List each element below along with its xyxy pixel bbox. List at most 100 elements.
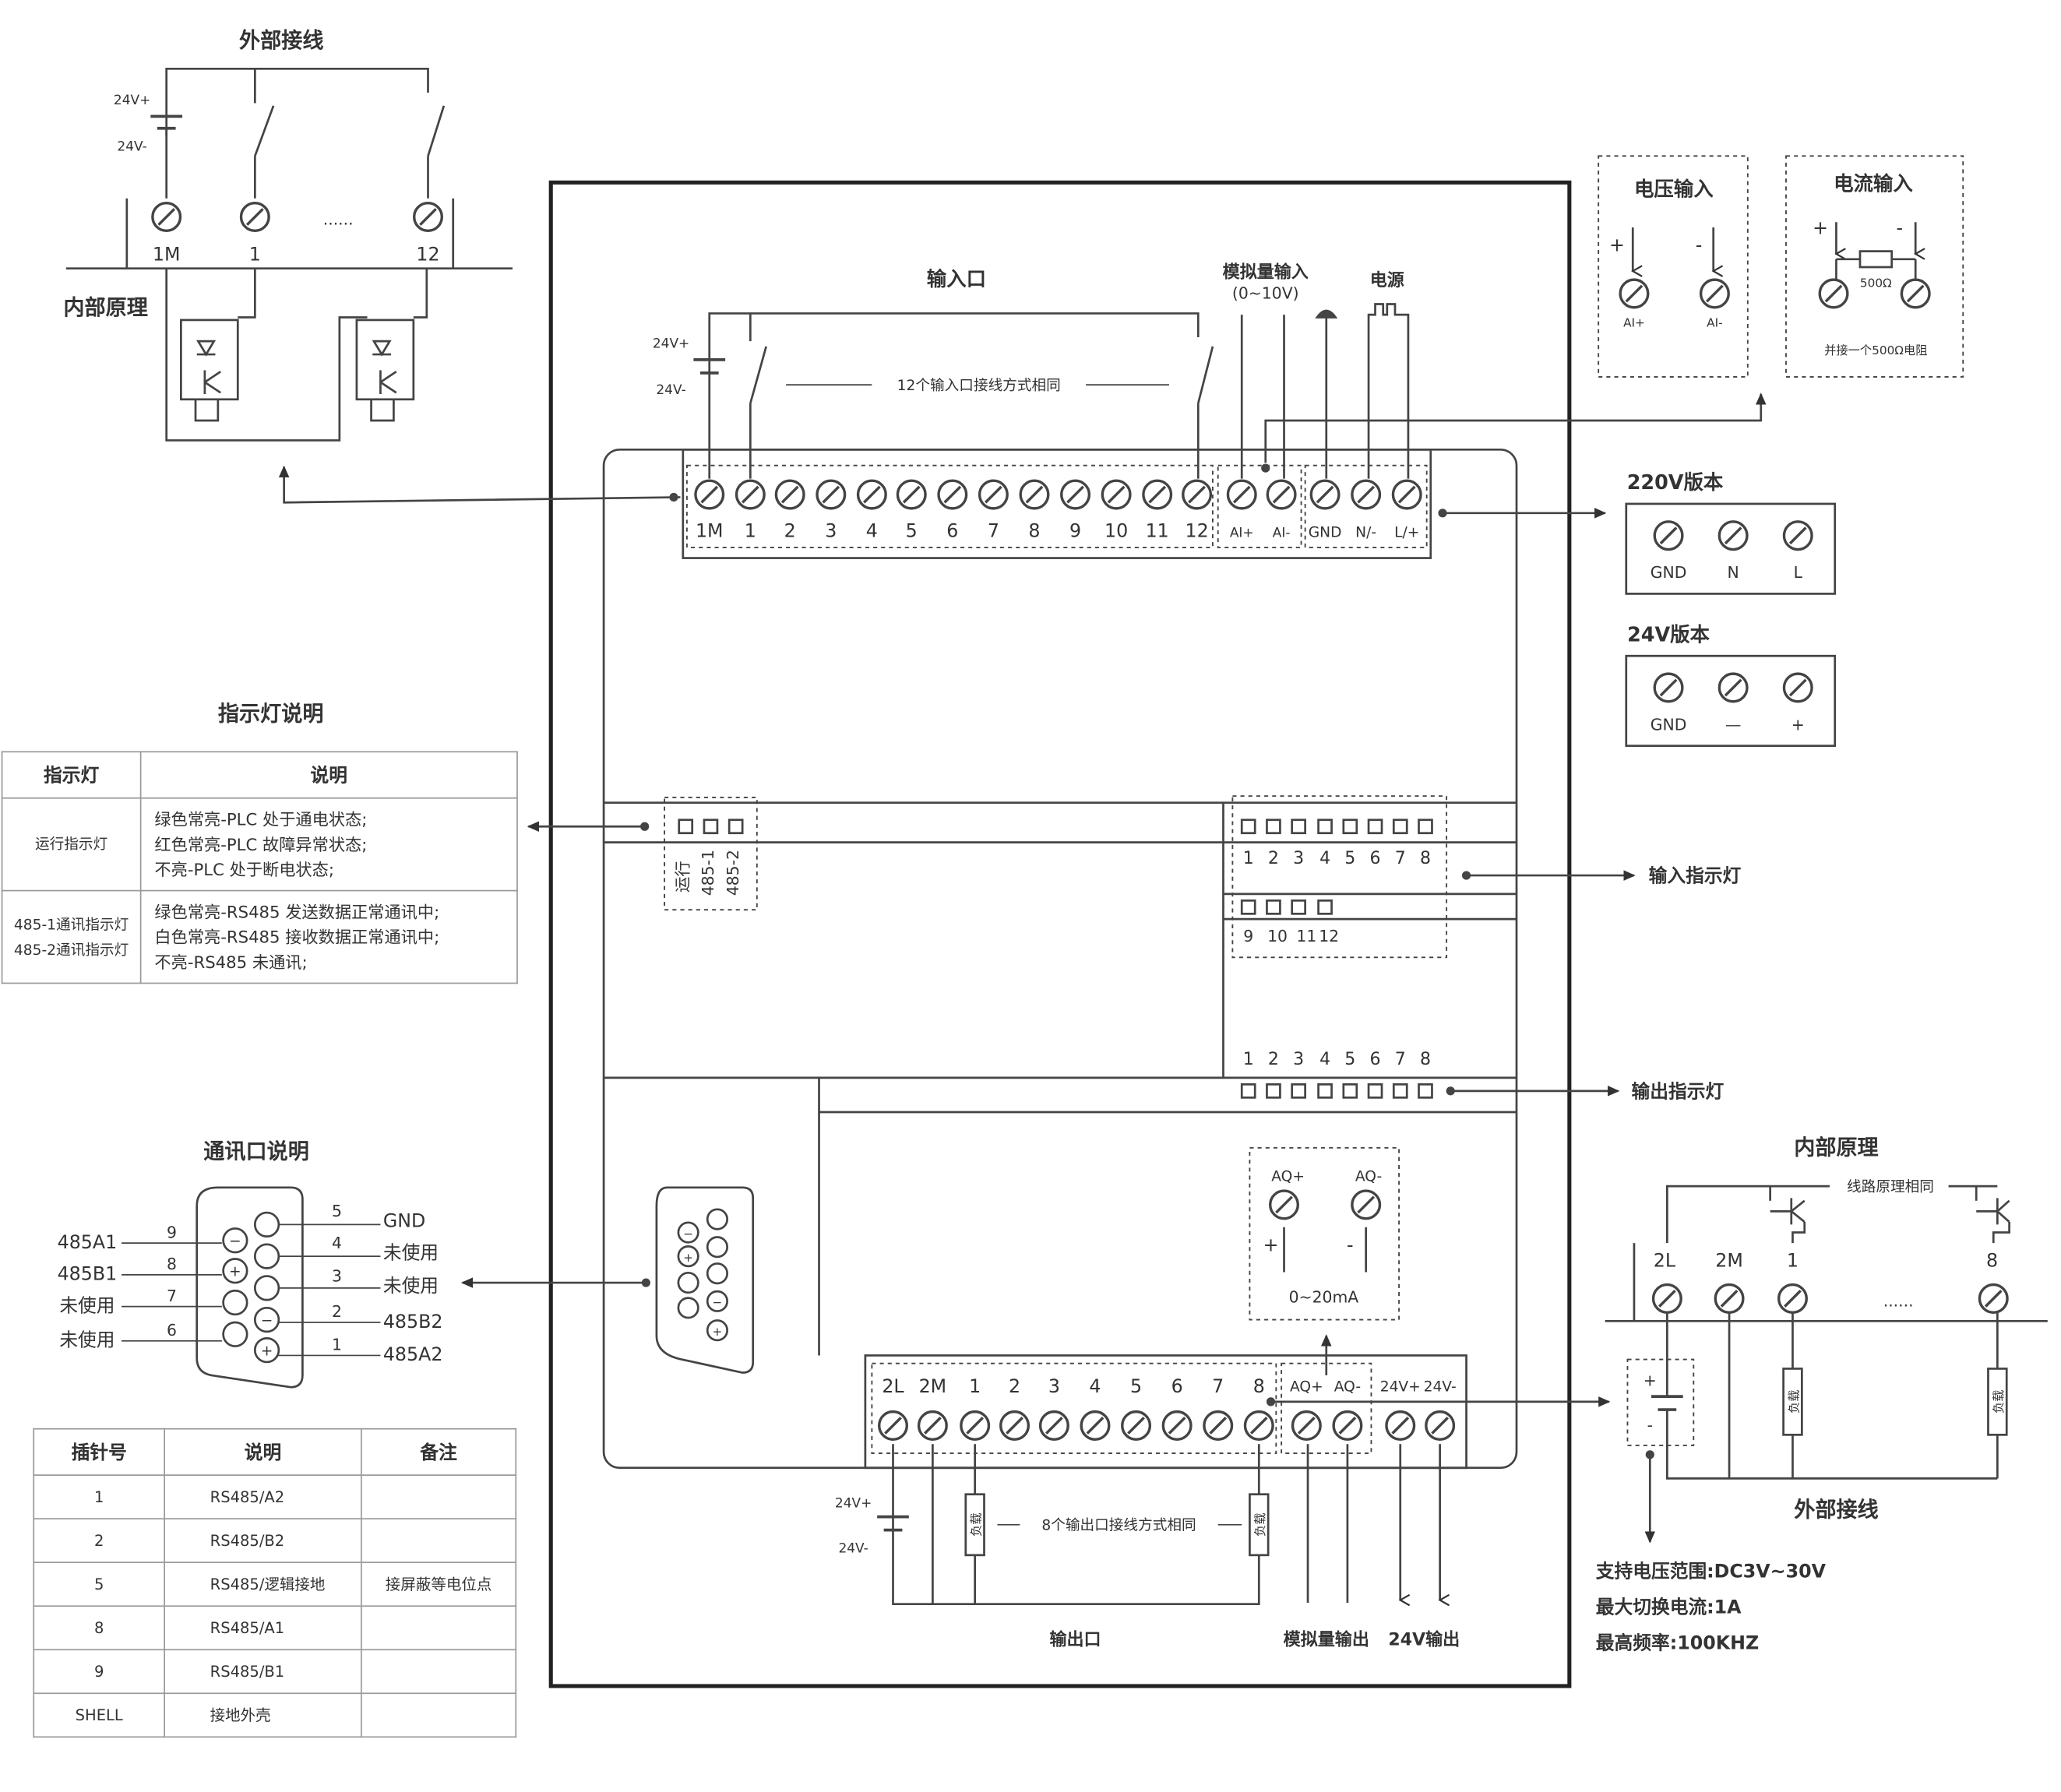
status-led-label: 485-1 [699, 850, 717, 896]
comm-port-title: 通讯口说明 [203, 1139, 309, 1164]
terminal-screw [1653, 520, 1684, 551]
v220-term: L [1794, 563, 1803, 582]
right-term-label: 8 [1986, 1250, 1998, 1272]
terminal-label: 5 [1344, 849, 1355, 868]
right-plus: + [1644, 1371, 1657, 1389]
table-row: 485-1通讯指示灯 485-2通讯指示灯 绿色常亮-RS485 发送数据正常通… [1, 889, 518, 984]
terminal-label: 9 [1243, 927, 1253, 945]
terminal-label: 3 [1293, 849, 1304, 868]
terminal-screw [816, 479, 847, 510]
db9-pin [677, 1221, 699, 1244]
legend-indicator-name: 485-1通讯指示灯 [13, 915, 129, 933]
input-vplus: 24V+ [653, 336, 689, 352]
db9-pin [677, 1245, 699, 1268]
right-same-note: 线路原理相同 [1847, 1179, 1934, 1195]
led-indicator [1418, 819, 1433, 835]
terminal-label: 24V- [1424, 1378, 1457, 1395]
pin-number-cell: 1 [33, 1474, 165, 1520]
terminal-label: 5 [1344, 1050, 1355, 1069]
led-indicator [1240, 1083, 1256, 1099]
terminal-label: 12 [1319, 927, 1339, 945]
terminal-label: 7 [1395, 1050, 1406, 1069]
led-indicator [1367, 1083, 1383, 1099]
input-vminus: 24V- [656, 382, 685, 398]
analog-output-label: 模拟量输出 [1284, 1629, 1369, 1649]
v220-term: GND [1651, 563, 1687, 582]
terminal-label: 2 [1268, 1050, 1279, 1069]
led-indicator [1418, 1083, 1433, 1099]
legend-desc-line: 红色常亮-PLC 故障异常状态; [154, 834, 368, 854]
pin-desc-cell: 接地外壳 [164, 1692, 362, 1738]
output-load-label: 负载 [1253, 1513, 1267, 1537]
comm-right-label: 未使用 [383, 1241, 439, 1263]
top-left-external-title: 外部接线 [239, 28, 323, 53]
terminal-screw [1351, 1189, 1382, 1220]
legend-desc-line: 绿色常亮-RS485 发送数据正常通讯中; [154, 902, 440, 922]
legend-header: 指示灯 [1, 751, 142, 799]
terminal-screw [1269, 1189, 1300, 1220]
terminal-screw [1019, 479, 1050, 510]
pin-header: 说明 [164, 1428, 362, 1476]
terminal-label: 6 [946, 519, 958, 541]
top-left-internal-title: 内部原理 [63, 295, 147, 320]
right-external-title: 外部接线 [1794, 1498, 1878, 1523]
pin-note-cell: 接屏蔽等电位点 [361, 1561, 517, 1607]
terminal-label: 3 [1293, 1050, 1304, 1069]
terminal-screw [1777, 1283, 1808, 1314]
pin-number-cell: 8 [33, 1605, 165, 1651]
terminal-screw [1714, 1283, 1745, 1314]
terminal-label: N/- [1355, 524, 1376, 540]
db9-pin [677, 1271, 699, 1294]
terminal-screw [151, 201, 182, 232]
pin-number-cell: 5 [33, 1561, 165, 1607]
led-indicator [1392, 819, 1408, 835]
v220-title: 220V版本 [1627, 471, 1724, 495]
current-input-note: 并接一个500Ω电阻 [1824, 343, 1927, 357]
terminal-label: 8 [1028, 519, 1040, 541]
pin-polarity-icon: + [713, 1325, 723, 1339]
terminal-screw [1651, 1283, 1682, 1314]
input-title: 输入口 [927, 268, 986, 291]
v24-term: + [1791, 715, 1805, 734]
legend-desc-line: 不亮-RS485 未通讯; [154, 952, 308, 973]
terminal-screw [1203, 1410, 1234, 1441]
output-load-label: 负载 [969, 1513, 983, 1537]
db9-pin [253, 1306, 280, 1333]
terminal-screw [1718, 672, 1749, 703]
comm-left-pin: 7 [167, 1287, 177, 1305]
top-left-term-label: 1M [153, 243, 181, 265]
terminal-screw [1818, 278, 1849, 309]
terminal-label: AI- [1273, 525, 1291, 540]
terminal-screw [1291, 1410, 1322, 1441]
voltage-input-term: AI- [1707, 315, 1722, 329]
db9-pin [706, 1319, 729, 1342]
top-left-vminus: 24V- [117, 139, 146, 155]
terminal-label: AQ+ [1290, 1378, 1323, 1395]
current-input-minus: - [1897, 217, 1904, 239]
terminal-screw [694, 479, 725, 510]
terminal-label: 2L [882, 1375, 904, 1397]
terminal-label: 6 [1370, 849, 1381, 868]
terminal-screw [1182, 479, 1213, 510]
terminal-screw [239, 201, 270, 232]
comm-left-label: 485B1 [58, 1263, 118, 1285]
terminal-label: 1 [1243, 1050, 1254, 1069]
db9-pin [706, 1208, 729, 1230]
table-row: 运行指示灯 绿色常亮-PLC 处于通电状态; 红色常亮-PLC 故障异常状态; … [1, 797, 518, 892]
db9-pin [253, 1275, 280, 1301]
pin-polarity-icon: + [229, 1264, 241, 1280]
aq-box-term: AQ- [1355, 1168, 1382, 1185]
terminal-screw [1385, 1410, 1416, 1441]
led-indicator [1240, 899, 1256, 915]
legend-indicator-cell: 运行指示灯 [1, 797, 142, 892]
comm-right-label: 未使用 [383, 1275, 439, 1297]
dc-output-label: 24V输出 [1388, 1629, 1460, 1649]
terminal-screw [1101, 479, 1132, 510]
terminal-screw [856, 479, 887, 510]
db9-pin [253, 1211, 280, 1238]
indicator-legend-title: 指示灯说明 [218, 702, 324, 726]
comm-right-pin: 1 [332, 1336, 342, 1354]
comm-left-pin: 9 [167, 1223, 177, 1241]
